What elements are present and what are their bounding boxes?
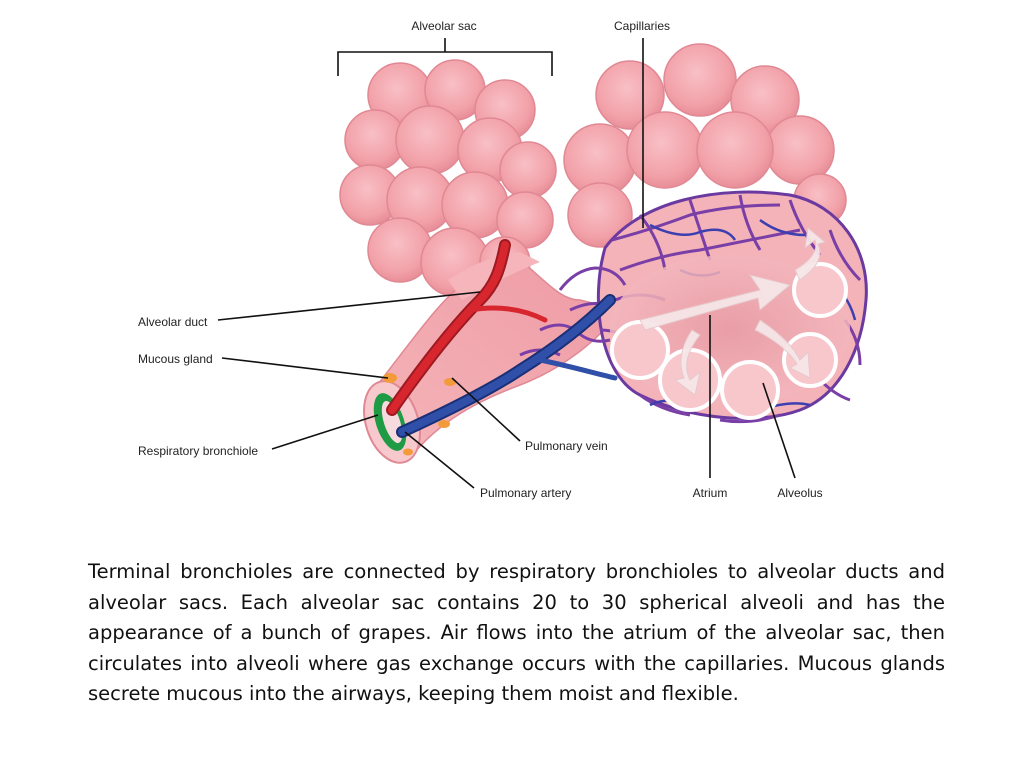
label-alveolar-sac: Alveolar sac [411,19,476,33]
label-alveolar-duct: Alveolar duct [138,315,208,329]
label-atrium: Atrium [693,486,728,500]
label-capillaries: Capillaries [614,19,670,33]
caption-text: Terminal bronchioles are connected by re… [88,560,945,705]
label-pulmonary-vein: Pulmonary vein [525,439,608,453]
respiratory-bronchiole-leader [271,414,379,450]
right-alveolar-sac [563,43,847,248]
label-respiratory-bronchiole: Respiratory bronchiole [138,444,258,458]
atrium-chamber [610,227,850,420]
alveolar-duct-leader [217,291,481,321]
alveolus-leader [762,382,796,479]
pulmonary-artery [396,294,618,438]
alveolar-sac-bracket [337,38,553,76]
pulmonary-artery-leader [404,431,475,489]
pulmonary-vein-leader [451,377,521,442]
label-alveolus: Alveolus [777,486,822,500]
label-pulmonary-artery: Pulmonary artery [480,486,571,500]
mucous-gland-leader [221,357,389,379]
pulmonary-vein [386,239,548,416]
label-mucous-gland: Mucous gland [138,352,213,366]
alveoli-diagram: Alveolar sac Capillaries Alveolar duct M… [138,19,868,500]
left-alveolar-sac [339,59,557,297]
